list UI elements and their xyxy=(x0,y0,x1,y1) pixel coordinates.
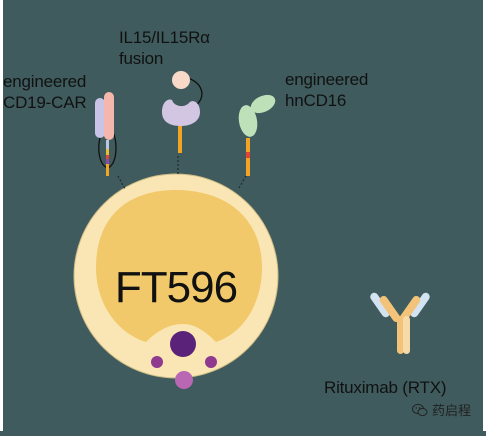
car-costim-domain xyxy=(106,155,109,159)
antibody-left-heavy-chain xyxy=(379,295,401,323)
left-frame-edge xyxy=(0,0,3,431)
cd16-label: engineered hnCD16 xyxy=(285,69,368,111)
car-scfv-right xyxy=(104,92,114,140)
il15-label: IL15/IL15Rα fusion xyxy=(119,27,210,69)
granule-right xyxy=(205,356,217,368)
il15-head xyxy=(172,71,190,89)
antibody-fc-right xyxy=(403,316,410,354)
granule-left xyxy=(151,356,163,368)
car-hinge xyxy=(106,140,109,149)
cd16-stalk-upper xyxy=(246,138,250,152)
antibody-right-heavy-chain xyxy=(399,295,421,323)
watermark-text: 药启程 xyxy=(432,403,472,418)
il15-il15ra-fusion xyxy=(162,71,203,153)
cd16-upper-domain xyxy=(250,94,276,114)
car-transmembrane xyxy=(106,149,109,155)
nk-cell xyxy=(73,173,279,389)
antibody-left-light-chain xyxy=(370,292,390,318)
cell-name: FT596 xyxy=(114,263,238,312)
antibody-fc-left xyxy=(397,316,404,354)
il15ra-receptor xyxy=(162,99,200,126)
antibody-right-light-chain xyxy=(410,292,430,318)
il15-stalk xyxy=(178,126,182,153)
car-connector xyxy=(117,175,126,190)
cd16-stalk-lower xyxy=(246,158,250,176)
cd16-lower-domain xyxy=(238,105,258,137)
car-scfv-left xyxy=(95,98,105,138)
il15-label-line-1: IL15/IL15Rα xyxy=(119,28,210,47)
cd19-car-receptor xyxy=(95,92,117,176)
car-tail xyxy=(106,164,109,176)
cd16-domain-mark xyxy=(246,152,250,158)
car-label: engineered CD19-CAR xyxy=(3,71,87,113)
car-label-line-2: CD19-CAR xyxy=(3,93,87,112)
cd16-label-line-1: engineered xyxy=(285,70,369,89)
hncd16-receptor xyxy=(238,94,276,176)
watermark: 药启程 xyxy=(412,400,471,419)
cell-nucleus xyxy=(96,190,262,342)
car-cd3z-domain xyxy=(106,159,109,164)
il15-label-line-2: fusion xyxy=(119,49,164,68)
granule-large xyxy=(170,331,196,357)
granule-bottom xyxy=(175,371,193,389)
rituximab-antibody xyxy=(370,292,430,354)
antibody-label: Rituximab (RTX) xyxy=(324,378,447,397)
cd16-label-line-2: hnCD16 xyxy=(285,91,347,110)
wechat-icon xyxy=(412,403,428,416)
connector-lines xyxy=(117,156,247,190)
right-frame-edge xyxy=(483,0,486,431)
car-label-line-1: engineered xyxy=(3,72,87,91)
cd16-connector xyxy=(238,175,247,189)
